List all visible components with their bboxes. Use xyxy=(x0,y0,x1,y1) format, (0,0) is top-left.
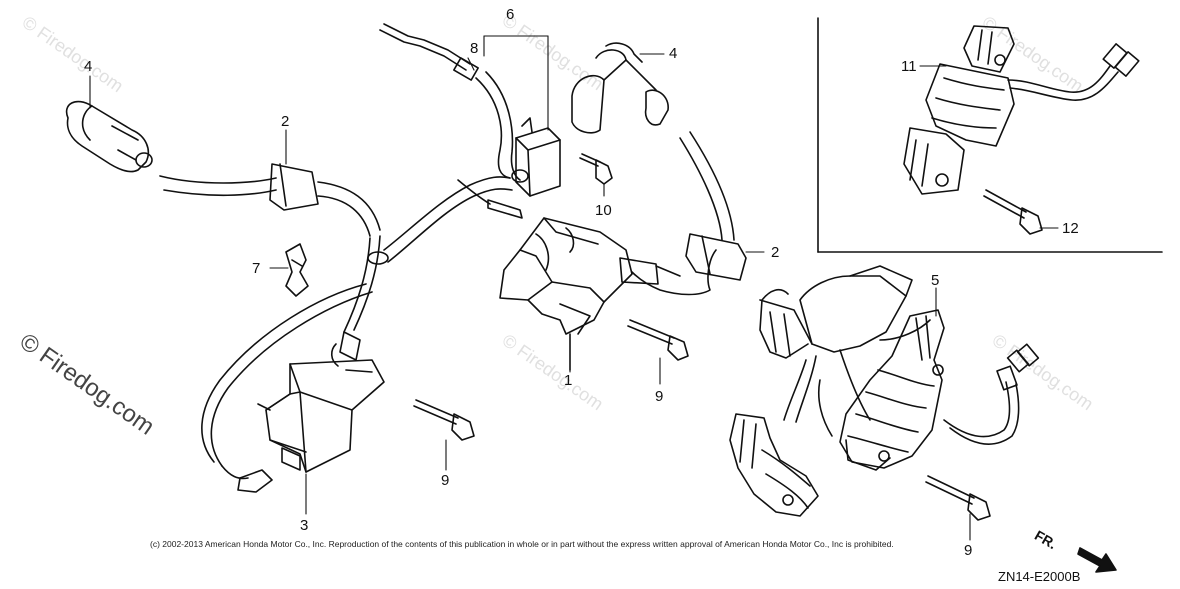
callout-4-left: 4 xyxy=(84,58,93,75)
plug-cap-right xyxy=(571,42,669,134)
front-arrow-icon xyxy=(1077,547,1117,573)
bolt-9b xyxy=(413,399,475,441)
callout-8: 8 xyxy=(470,40,479,57)
callout-2-right: 2 xyxy=(771,244,780,261)
leader-lines xyxy=(89,35,1059,541)
callout-2-left: 2 xyxy=(281,113,290,130)
callout-9-left: 9 xyxy=(441,472,450,489)
grommet-right xyxy=(631,233,747,296)
wire-right xyxy=(457,131,735,241)
wire-clip xyxy=(285,243,309,297)
screw-10 xyxy=(579,153,613,185)
callout-9-center: 9 xyxy=(655,388,664,405)
ignition-module xyxy=(499,217,681,371)
copyright-notice: (c) 2002-2013 American Honda Motor Co., … xyxy=(150,539,894,549)
plug-cap-left xyxy=(65,100,153,173)
grommet-left xyxy=(159,163,381,237)
bolt-9a xyxy=(627,319,689,361)
harness-wires xyxy=(201,176,513,480)
callout-1: 1 xyxy=(564,372,573,389)
bolt-9c xyxy=(925,475,991,521)
stop-switch-lead xyxy=(379,23,521,181)
charge-coil xyxy=(903,25,1140,195)
callout-6: 6 xyxy=(506,6,515,23)
callout-3: 3 xyxy=(300,517,309,534)
callout-9-right: 9 xyxy=(964,542,973,559)
callout-4-right: 4 xyxy=(669,45,678,62)
diagram-code: ZN14-E2000B xyxy=(998,569,1081,584)
callout-5: 5 xyxy=(931,272,940,289)
callout-12: 12 xyxy=(1062,220,1079,237)
bolt-12 xyxy=(983,189,1043,235)
stator-assembly xyxy=(729,265,1040,517)
inset-frame xyxy=(817,17,1163,253)
callout-11: 11 xyxy=(901,58,917,75)
switch-box xyxy=(511,117,561,197)
callout-10: 10 xyxy=(595,202,612,219)
ignition-coil xyxy=(237,331,385,493)
callout-7: 7 xyxy=(252,260,261,277)
